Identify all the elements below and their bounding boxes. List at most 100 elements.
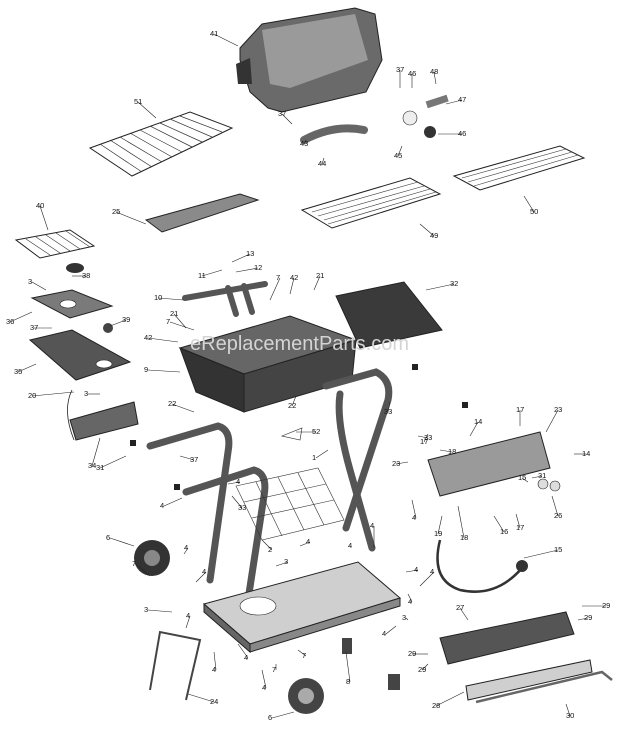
callout: 8: [345, 651, 351, 686]
callout-number: 22: [288, 401, 296, 410]
callout-leader-line: [157, 297, 185, 301]
callout-number: 18: [448, 447, 456, 456]
callout-leader-line: [405, 617, 409, 621]
bracket-part: [280, 427, 303, 441]
callout-leader-line: [387, 401, 391, 413]
wheel-part: [134, 540, 170, 576]
callout-leader-line: [269, 277, 281, 301]
callout: 4: [405, 565, 419, 574]
callout-leader-line: [577, 617, 589, 621]
callout-number: 37: [278, 109, 286, 118]
callout-leader-line: [493, 515, 505, 533]
callout: 46: [438, 129, 466, 138]
callout: 22: [168, 399, 195, 413]
callout-number: 6: [106, 533, 110, 542]
callout-leader-line: [395, 461, 409, 465]
callout-number: 4: [212, 665, 216, 674]
callout-number: 32: [450, 279, 458, 288]
callout: 48: [430, 67, 438, 85]
nut-part: [130, 440, 136, 446]
callout-number: 7: [132, 559, 136, 568]
callout: 29: [582, 601, 610, 610]
callout: 7: [132, 559, 151, 577]
callout-leader-line: [163, 497, 183, 507]
callout-leader-line: [291, 395, 297, 407]
callout: 4: [212, 651, 217, 674]
callout-leader-line: [39, 205, 49, 231]
callout: 18: [439, 447, 456, 456]
callout-number: 26: [554, 511, 562, 520]
callout-number: 33: [424, 433, 432, 442]
callout-leader-line: [271, 711, 295, 719]
callout-leader-line: [31, 391, 75, 397]
callout: 25: [112, 207, 147, 225]
wheel-part: [288, 678, 324, 714]
callout-leader-line: [551, 495, 559, 517]
callout-leader-line: [91, 437, 101, 467]
bottom-shelf-grid-part: [235, 467, 345, 541]
callout: 21: [313, 271, 324, 291]
callout-leader-line: [213, 651, 217, 671]
callout: 37: [30, 323, 52, 332]
callout-leader-line: [523, 549, 559, 559]
callout-leader-line: [289, 277, 295, 295]
callout: 23: [545, 405, 562, 433]
callout: 38: [72, 271, 90, 280]
callout-leader-line: [261, 539, 273, 551]
callout-leader-line: [397, 145, 403, 157]
callout-number: 33: [238, 503, 246, 512]
callout-number: 29: [408, 649, 416, 658]
callout-number: 37: [30, 323, 38, 332]
callout: 52: [296, 427, 320, 436]
callout: 30: [565, 703, 574, 720]
callout: 20: [28, 391, 75, 400]
regulator-hose-part: [436, 539, 523, 593]
igniter-part: [425, 94, 449, 109]
callout: 29: [408, 649, 428, 658]
callout: 12: [235, 263, 262, 273]
callout-leader-line: [135, 563, 151, 577]
caster-part: [342, 638, 352, 654]
callout-number: 4: [306, 537, 310, 546]
callout-leader-line: [521, 477, 529, 483]
callout-leader-line: [17, 363, 37, 373]
knob-part: [103, 323, 113, 333]
callout: 39: [109, 315, 130, 327]
callout: 3: [28, 277, 47, 291]
callout-leader-line: [185, 615, 191, 629]
callout: 4: [227, 477, 240, 486]
callout: 49: [419, 223, 438, 240]
callout-leader-line: [9, 311, 33, 323]
callout-number: 8: [346, 677, 350, 686]
callout: 18: [457, 505, 468, 542]
callout-leader-line: [183, 547, 189, 555]
callout-leader-line: [261, 669, 267, 689]
callout: 7: [272, 664, 277, 674]
callout-number: 50: [530, 207, 538, 216]
callout: 4: [299, 537, 310, 547]
heat-plate-part: [144, 193, 260, 233]
callout-leader-line: [405, 569, 419, 573]
callout-number: 16: [500, 527, 508, 536]
callout-number: 4: [244, 653, 248, 662]
callout: 3: [275, 557, 288, 567]
callout: 4: [419, 567, 435, 587]
callout: 41: [210, 29, 239, 47]
callout-number: 10: [154, 293, 162, 302]
callout: 19: [434, 515, 442, 538]
callout: 4: [370, 521, 375, 548]
callout: 15: [518, 473, 529, 483]
callout: 1: [312, 449, 329, 462]
side-table-part: [335, 281, 443, 349]
grease-tray-part: [439, 611, 575, 665]
callout: 4: [237, 643, 249, 662]
temperature-gauge-part: [402, 110, 418, 126]
callout-leader-line: [297, 649, 307, 657]
callout: 43: [300, 139, 308, 148]
callout-number: 2: [268, 545, 272, 554]
callout-leader-line: [179, 455, 195, 461]
callout: 27: [456, 603, 469, 621]
callout: 10: [154, 293, 185, 302]
callout-leader-line: [417, 435, 429, 439]
callout-number: 7: [302, 651, 306, 660]
